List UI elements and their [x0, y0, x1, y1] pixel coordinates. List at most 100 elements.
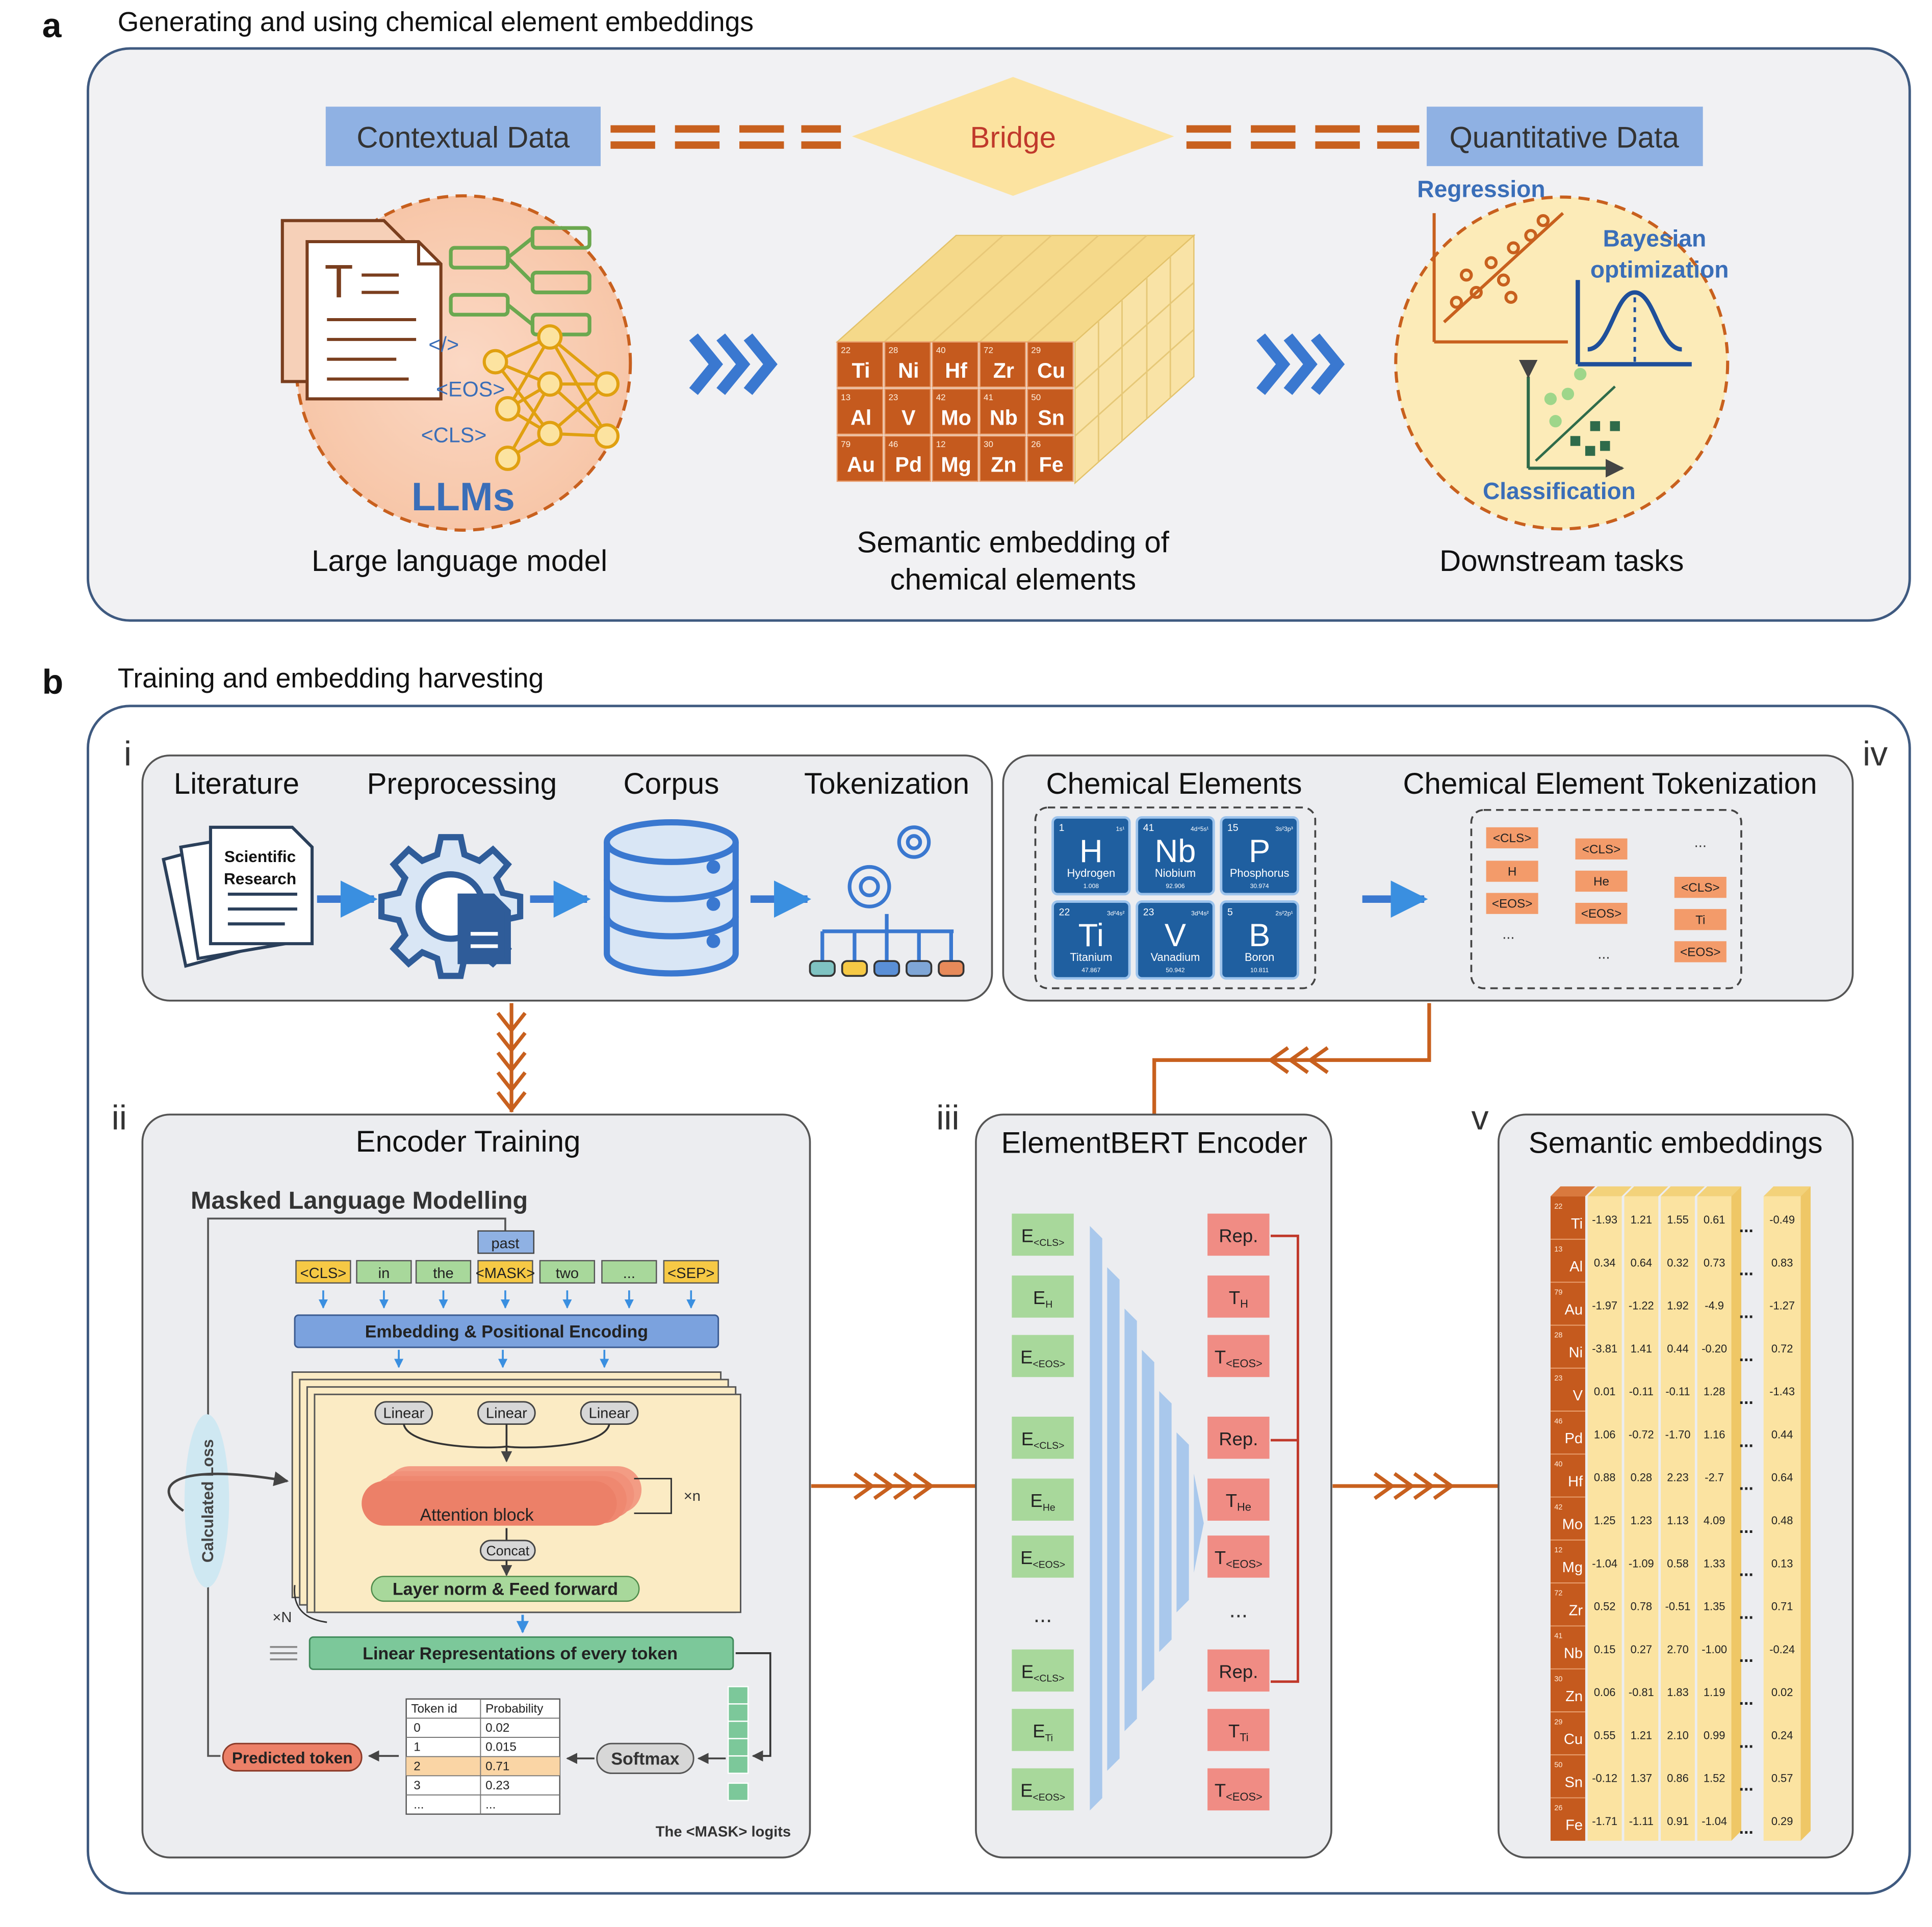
output-token [1207, 1535, 1270, 1578]
attention-repeat-label: ×n [684, 1488, 701, 1504]
element-tile [1220, 900, 1299, 980]
input-embedding-token [1012, 1416, 1074, 1459]
contextual-data-label: Contextual Data [356, 121, 570, 154]
cube-tile-symbol: Mo [941, 406, 971, 429]
encoder-layer-stripe [1142, 1349, 1154, 1692]
token-main: T [1228, 1721, 1240, 1741]
token-label: ... [623, 1265, 635, 1282]
input-embedding-token [1012, 1275, 1074, 1318]
embedding-value: 0.72 [1771, 1342, 1793, 1355]
cube-tile [932, 388, 979, 435]
classification-label: Classification [1483, 478, 1636, 504]
embedding-value: 1.92 [1667, 1299, 1689, 1312]
chem-tokens-frame [1470, 809, 1742, 989]
output-token-label: T<EOS> [1215, 1347, 1263, 1370]
embedding-caption-2: chemical elements [890, 563, 1136, 596]
embedding-value: 0.29 [1771, 1815, 1793, 1828]
element-symbol: H [1079, 834, 1103, 869]
embedding-row-number: 28 [1554, 1332, 1562, 1340]
cube-tile [884, 388, 932, 435]
llms-label: LLMs [411, 475, 515, 519]
papers-icon [162, 825, 314, 968]
token-sub: <EOS> [1226, 1557, 1263, 1570]
cube-tile-symbol: Ti [852, 359, 870, 382]
bayesian-plot-icon [1576, 280, 1692, 367]
pipeline-corpus: Corpus [623, 767, 719, 800]
embedding-row-symbol: Mg [1562, 1559, 1583, 1576]
element-mass: 10.811 [1250, 967, 1269, 974]
embedding-value: 0.27 [1631, 1643, 1653, 1656]
embedding-ellipsis: ... [1739, 1732, 1754, 1752]
embedding-ellipsis: ... [1739, 1217, 1754, 1236]
input-embedding-label: ETi [1033, 1721, 1053, 1743]
embedding-row-symbol: Mo [1562, 1517, 1583, 1533]
panel-b-title: Training and embedding harvesting [118, 663, 544, 693]
embedding-value: -0.20 [1702, 1342, 1727, 1355]
embedding-row-number: 41 [1554, 1632, 1562, 1640]
symbol-column-top [1550, 1186, 1595, 1196]
table-header: Probability [485, 1702, 544, 1715]
embedding-column-side [1800, 1186, 1811, 1841]
softmax-box [596, 1742, 694, 1774]
cube-tile-symbol: Al [851, 406, 871, 429]
rep-bracket [1270, 1234, 1299, 1683]
cube-tile [932, 341, 979, 388]
pipeline-tokenization: Tokenization [804, 767, 969, 800]
element-config: 3d²4s² [1107, 909, 1124, 917]
embedding-caption-1: Semantic embedding of [857, 526, 1170, 559]
token-label: <CLS> [300, 1265, 347, 1282]
element-config: 2s²2p¹ [1275, 909, 1293, 917]
doc-label-2: Research [224, 870, 296, 888]
embedding-value: -0.81 [1629, 1686, 1654, 1699]
input-embedding-token [1012, 1709, 1074, 1751]
token-main: T [1215, 1780, 1226, 1801]
embedding-value: 0.88 [1594, 1471, 1616, 1484]
embedding-value: -1.93 [1592, 1213, 1617, 1226]
stack-repeat-label: ×N [272, 1609, 292, 1626]
table-cell: ... [414, 1798, 424, 1812]
element-name: Hydrogen [1067, 867, 1115, 879]
chem-token: <EOS> [1581, 907, 1622, 921]
embedding-value: 0.55 [1594, 1729, 1616, 1741]
embedding-value: 1.55 [1667, 1213, 1689, 1226]
embedding-row-number: 26 [1554, 1804, 1562, 1812]
encoder-layer-tip [1194, 1473, 1204, 1573]
stack-repeat-bracket [294, 1585, 327, 1623]
word-token [356, 1260, 412, 1284]
token-sub: He [1237, 1501, 1251, 1514]
embedding-ellipsis: ... [1739, 1518, 1754, 1537]
cube-tile-number: 12 [936, 439, 946, 449]
embedding-value: 0.06 [1594, 1686, 1616, 1699]
chem-token: He [1593, 875, 1609, 889]
embedding-value: 0.13 [1771, 1557, 1793, 1570]
element-name: Titanium [1070, 951, 1112, 964]
cube-tile-number: 23 [888, 393, 898, 402]
input-embedding-label: EH [1033, 1287, 1052, 1310]
embedding-value: 1.21 [1631, 1213, 1653, 1226]
cube-tile-symbol: Sn [1038, 406, 1065, 429]
token-sub: <EOS> [1226, 1790, 1263, 1803]
logits-vector [727, 1686, 749, 1802]
embedding-value: 0.73 [1704, 1256, 1725, 1269]
token-main: E [1020, 1547, 1033, 1568]
token-main: E [1033, 1721, 1045, 1741]
element-tile [1051, 900, 1131, 980]
embedding-row-symbol: V [1573, 1388, 1583, 1404]
token-main: E [1020, 1347, 1033, 1368]
embedding-value: -1.11 [1629, 1815, 1654, 1828]
input-embedding-label: E<CLS> [1021, 1428, 1065, 1451]
cube-tile [836, 388, 884, 435]
embedding-column [1624, 1196, 1659, 1841]
embedding-value: -2.7 [1705, 1471, 1724, 1484]
attention-block-label: Attention block [420, 1505, 534, 1525]
cube-tile-number: 30 [984, 439, 993, 449]
cube-tile-symbol: Cu [1037, 359, 1065, 382]
embedding-row-number: 50 [1554, 1761, 1562, 1769]
element-name: Niobium [1155, 867, 1196, 879]
embedding-column [1587, 1196, 1622, 1841]
token-main: Rep. [1219, 1661, 1258, 1682]
output-token [1207, 1213, 1270, 1256]
linear-label: Linear [383, 1405, 424, 1421]
embedding-value: 0.24 [1771, 1729, 1793, 1741]
